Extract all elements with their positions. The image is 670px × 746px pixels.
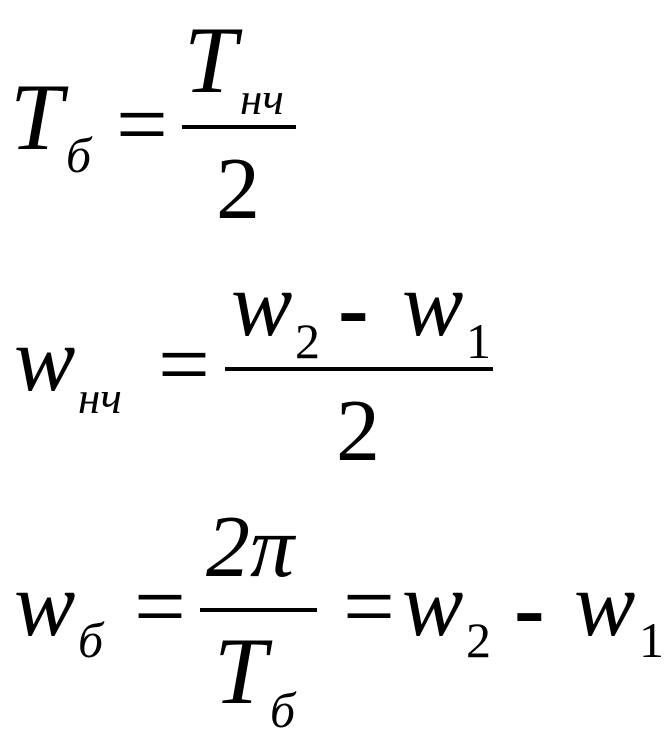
lhs-subscript: нч (78, 373, 122, 423)
rhs-w1-subscript: 1 (639, 612, 664, 668)
lhs-subscript: б (66, 127, 92, 183)
denominator-subscript: б (270, 682, 296, 738)
fraction-bar (225, 367, 493, 371)
numerator-w2-subscript: 2 (295, 313, 320, 369)
numerator-subscript: нч (240, 74, 284, 124)
rhs-w1: w (574, 553, 636, 655)
equals-sign: = (158, 313, 210, 415)
numerator-w2: w (231, 253, 293, 355)
equals-sign: = (116, 73, 168, 175)
numerator-symbol: T (184, 7, 237, 113)
denominator: 2 (336, 383, 380, 480)
equals-sign-2: = (343, 555, 395, 657)
lhs-symbol: T (10, 64, 63, 170)
numerator-w1-subscript: 1 (466, 313, 491, 369)
lhs-symbol: w (14, 553, 76, 655)
rhs-w2: w (402, 553, 464, 655)
minus-sign: - (514, 557, 545, 659)
denominator: 2 (216, 141, 260, 238)
numerator-two-pi: 2π (206, 499, 295, 596)
denominator-symbol: T (214, 618, 267, 724)
minus-sign: - (338, 257, 369, 359)
equals-sign: = (134, 555, 186, 657)
numerator-w1: w (402, 253, 464, 355)
lhs-symbol: w (14, 308, 76, 410)
fraction-bar (182, 125, 296, 129)
rhs-w2-subscript: 2 (466, 612, 491, 668)
fraction-bar (200, 608, 317, 612)
lhs-subscript: б (78, 612, 104, 668)
